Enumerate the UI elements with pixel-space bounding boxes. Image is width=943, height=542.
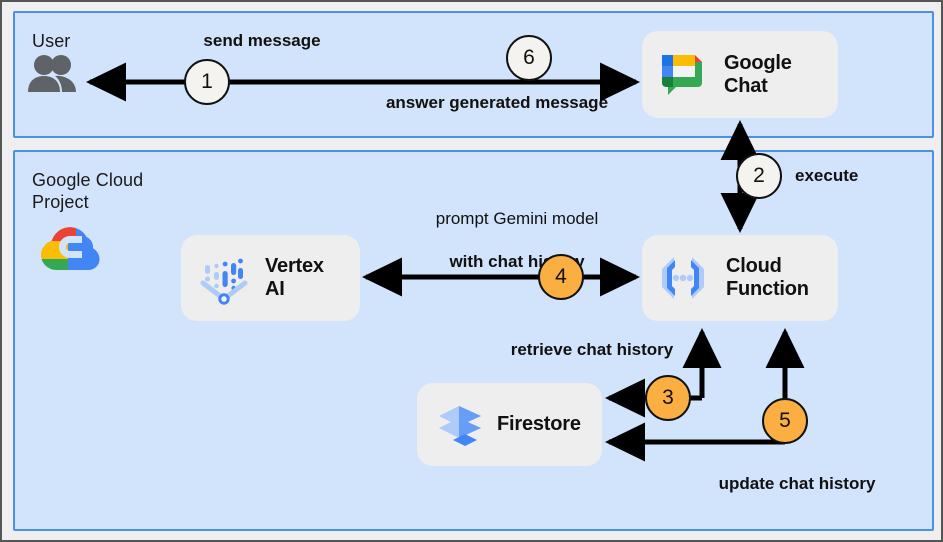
vertex-ai-logo-icon (193, 247, 255, 309)
step-badge-6[interactable]: 6 (506, 35, 552, 81)
firestore-logo-icon (431, 396, 489, 454)
label-prompt-line1: prompt Gemini model (435, 209, 599, 229)
step-badge-4[interactable]: 4 (538, 254, 584, 300)
google-cloud-logo-icon (38, 224, 102, 281)
users-icon (24, 54, 80, 99)
label-execute: execute (795, 166, 859, 185)
label-answer-generated-message: answer generated message (385, 93, 609, 112)
panel-gcp-title: Google Cloud Project (32, 170, 144, 212)
node-firestore[interactable]: Firestore (417, 383, 602, 466)
label-send-message: send message (203, 31, 321, 50)
google-chat-logo-icon (654, 47, 710, 103)
label-retrieve-chat-history: retrieve chat history (510, 340, 674, 359)
step-badge-3[interactable]: 3 (645, 375, 691, 421)
node-vertex-ai-label: Vertex AI (265, 255, 324, 300)
step-badge-1[interactable]: 1 (184, 59, 230, 105)
panel-user-title: User (32, 31, 71, 51)
step-badge-5[interactable]: 5 (762, 398, 808, 444)
node-google-chat-label: Google Chat (724, 51, 792, 97)
node-cloud-function-label: Cloud Function (726, 255, 809, 300)
node-vertex-ai[interactable]: Vertex AI (181, 235, 360, 321)
node-google-chat[interactable]: Google Chat (642, 31, 838, 118)
node-firestore-label: Firestore (497, 413, 581, 435)
step-badge-2[interactable]: 2 (736, 153, 782, 199)
label-prompt-gemini-model: prompt Gemini model with chat history (382, 187, 652, 272)
label-update-chat-history: update chat history (718, 474, 876, 493)
cloud-function-logo-icon (652, 247, 714, 309)
node-cloud-function[interactable]: Cloud Function (642, 235, 838, 321)
